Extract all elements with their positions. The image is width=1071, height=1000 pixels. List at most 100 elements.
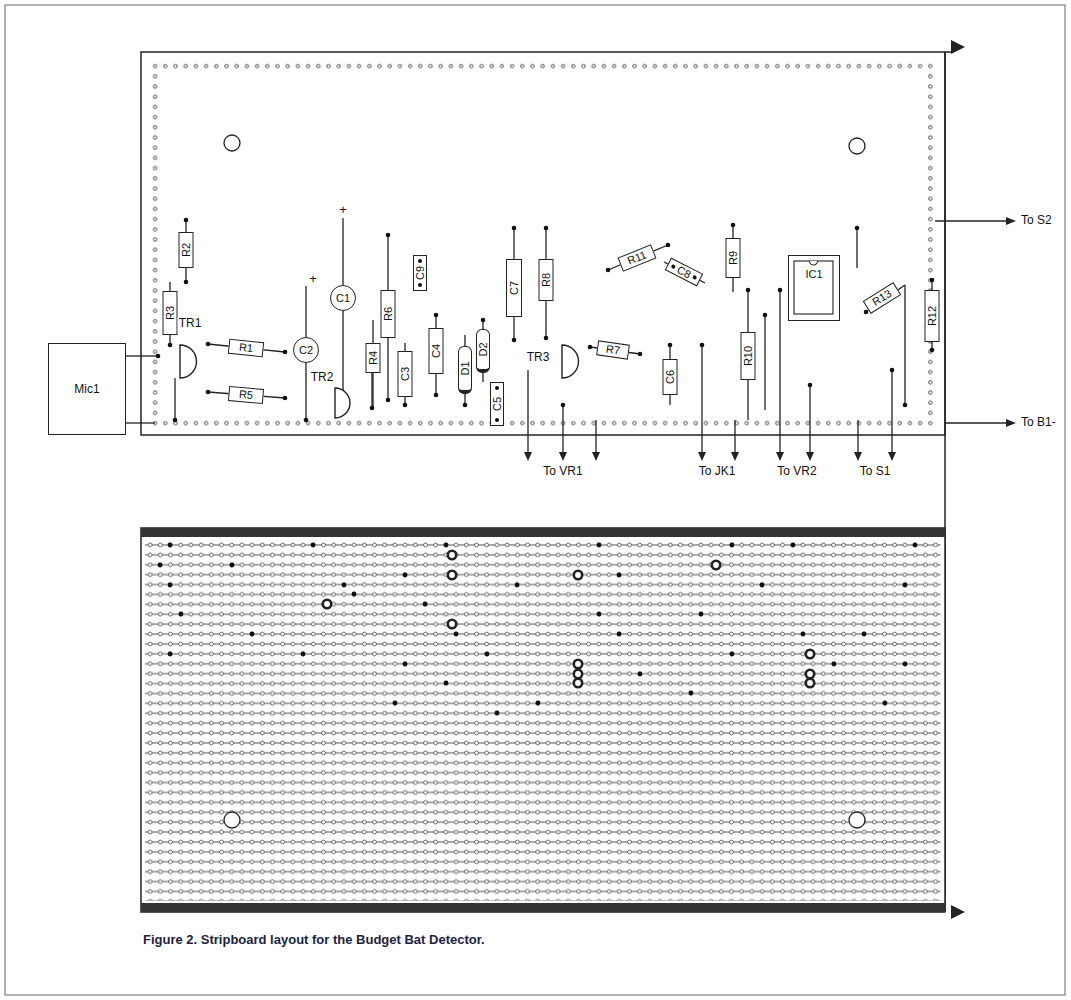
board-outline: [141, 528, 945, 912]
component-label: D1: [460, 361, 471, 375]
solder-point: [184, 280, 189, 285]
connection-label: To VR1: [542, 465, 583, 478]
solder-point: [903, 403, 908, 408]
component-hole: [168, 543, 173, 548]
transistor-label: TR1: [178, 317, 203, 330]
component-hole: [638, 672, 643, 677]
component-hole: [597, 612, 602, 617]
track-cut: [806, 679, 814, 687]
lead-wire: [342, 218, 343, 405]
resistor-symbol: R10: [741, 332, 756, 380]
capacitor-circle: C2: [293, 337, 319, 363]
transistor-label: TR3: [526, 351, 551, 364]
component-label: IC1: [805, 269, 822, 280]
lead-wire: [701, 345, 702, 454]
connection-label: To VR2: [776, 465, 817, 478]
component-hole: [801, 632, 806, 637]
resistor-symbol: R12: [925, 290, 940, 342]
resistor-symbol: R3: [163, 291, 178, 335]
component-hole: [760, 583, 765, 588]
ic-body: [794, 261, 833, 314]
lead-wire: [562, 405, 563, 454]
component-hole: [179, 612, 184, 617]
component-hole: [903, 583, 908, 588]
component-hole: [403, 662, 408, 667]
hole-row: [150, 418, 935, 428]
mounting-hole: [224, 812, 240, 828]
resistor-symbol: R1: [228, 339, 264, 358]
component-hole: [485, 652, 490, 657]
track-cut: [323, 600, 331, 608]
component-label: C9: [415, 266, 426, 280]
arrowhead: [698, 452, 706, 461]
track-cut: [448, 551, 456, 559]
lead-wire: [595, 420, 596, 454]
solder-point: [778, 288, 783, 293]
component-label: C4: [431, 344, 442, 358]
diode-symbol: D2: [476, 329, 490, 373]
component-hole: [862, 632, 867, 637]
solder-point: [668, 343, 673, 348]
component-label: C5: [492, 397, 503, 411]
resistor-symbol: R11: [618, 244, 657, 271]
arrowhead: [1006, 217, 1016, 225]
resistor-symbol: R13: [863, 282, 901, 314]
track-cut: [448, 620, 456, 628]
connection-label: To JK1: [698, 465, 737, 478]
component-hole: [311, 543, 316, 548]
capacitor-pad: [495, 418, 499, 422]
solder-point: [434, 393, 439, 398]
component-label: C8: [675, 264, 693, 280]
solder-point: [544, 226, 549, 231]
solder-point: [930, 278, 935, 283]
component-hole: [393, 701, 398, 706]
component-label: R4: [368, 351, 379, 365]
mounting-hole: [849, 138, 865, 154]
track-cut: [574, 660, 582, 668]
edge-line: [945, 51, 952, 53]
component-hole: [903, 662, 908, 667]
resistor-symbol: R4: [366, 343, 381, 373]
component-hole: [832, 662, 837, 667]
component-label: R2: [181, 243, 192, 257]
track-cuts: [323, 551, 814, 687]
solder-point: [403, 403, 408, 408]
capacitor-pad: [495, 386, 499, 390]
microphone-box: Mic1: [48, 343, 126, 435]
solder-point: [544, 336, 549, 341]
resistor-symbol: R2: [179, 232, 194, 268]
component-hole: [454, 632, 459, 637]
solder-point: [890, 368, 895, 373]
lead-wire: [126, 355, 158, 356]
solder-point: [512, 226, 517, 231]
component-hole: [536, 701, 541, 706]
solder-point: [763, 313, 768, 318]
capacitor-symbol: C4: [429, 328, 444, 374]
component-hole: [301, 652, 306, 657]
solder-point: [434, 313, 439, 318]
component-label: R9: [728, 251, 739, 265]
solder-point: [304, 418, 309, 423]
resistor-symbol: R6: [381, 290, 396, 338]
solder-point: [666, 243, 671, 248]
component-hole: [230, 563, 235, 568]
component-hole: [883, 701, 888, 706]
solder-point: [156, 354, 161, 359]
component-label: R11: [626, 249, 648, 266]
component-label: R13: [871, 288, 894, 308]
component-hole: [730, 652, 735, 657]
component-label: R3: [165, 306, 176, 320]
component-hole: [352, 592, 357, 597]
track-cut: [712, 561, 720, 569]
component-hole: [168, 652, 173, 657]
component-hole: [617, 573, 622, 578]
figure-frame: [5, 5, 1065, 995]
solder-point: [386, 233, 391, 238]
solder-point: [606, 268, 611, 273]
lead-wire: [764, 315, 765, 410]
solder-point: [638, 352, 643, 357]
solder-point: [168, 343, 173, 348]
solder-point: [184, 218, 189, 223]
